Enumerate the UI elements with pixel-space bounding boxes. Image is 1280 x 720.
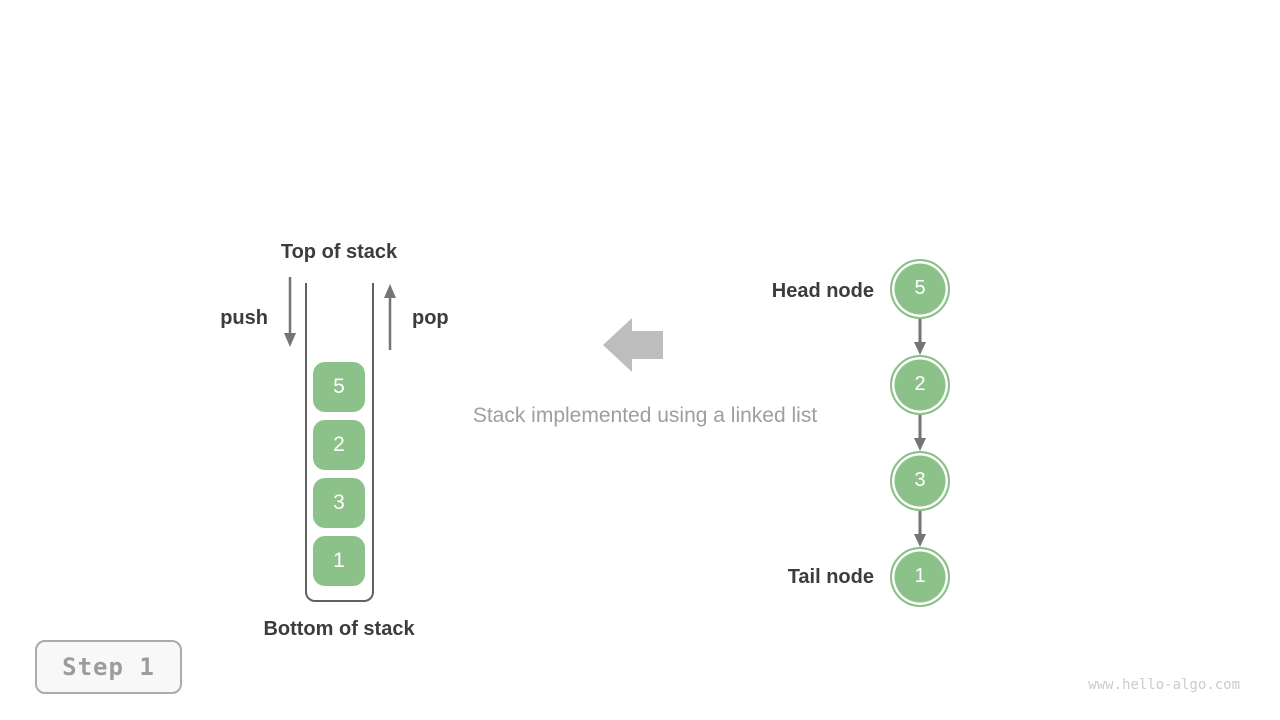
step-badge-label: Step 1	[62, 653, 155, 681]
node-link-arrow-icon	[914, 511, 926, 547]
head-node-label: Head node	[771, 280, 874, 302]
linked-list-node: 3	[890, 451, 950, 511]
watermark-text: www.hello-algo.com	[1088, 677, 1240, 693]
stack-item: 3	[313, 478, 365, 528]
block-arrow-left-icon	[603, 318, 663, 372]
linked-list-node: 1	[890, 547, 950, 607]
stack-item: 2	[313, 420, 365, 470]
stack-item: 1	[313, 536, 365, 586]
pop-up-arrow-icon	[384, 284, 396, 350]
push-label: push	[220, 307, 268, 329]
top-of-stack-label: Top of stack	[280, 241, 398, 263]
bottom-of-stack-label: Bottom of stack	[263, 618, 415, 640]
linked-list-node: 2	[890, 355, 950, 415]
tail-node-label: Tail node	[787, 566, 874, 588]
node-link-arrow-icon	[914, 319, 926, 355]
push-down-arrow-icon	[284, 277, 296, 347]
node-link-arrow-icon	[914, 415, 926, 451]
linked-list-node: 5	[890, 259, 950, 319]
pop-label: pop	[412, 307, 449, 329]
stack-item: 5	[313, 362, 365, 412]
step-badge: Step 1	[35, 640, 182, 694]
transition-caption: Stack implemented using a linked list	[472, 404, 818, 427]
